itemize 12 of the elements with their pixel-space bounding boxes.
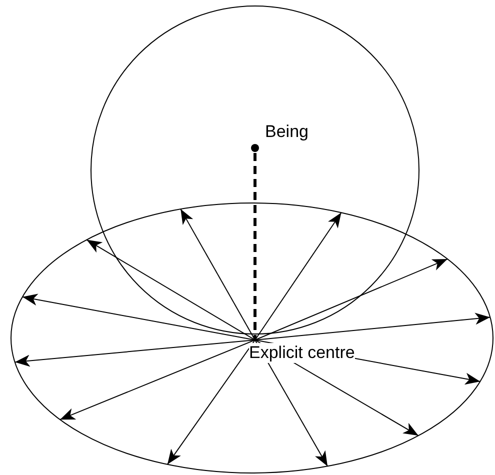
label-text: Being [265, 122, 308, 142]
arrow [166, 340, 256, 465]
arrow [86, 239, 256, 340]
label-text: Explicit centre [249, 343, 355, 363]
arrow [60, 340, 256, 420]
connector-line [254, 153, 256, 340]
arrow [254, 212, 342, 340]
arrow [22, 294, 256, 340]
arrow [254, 312, 491, 340]
arrow [254, 258, 448, 340]
arrow [180, 208, 256, 340]
arrow [14, 340, 256, 367]
